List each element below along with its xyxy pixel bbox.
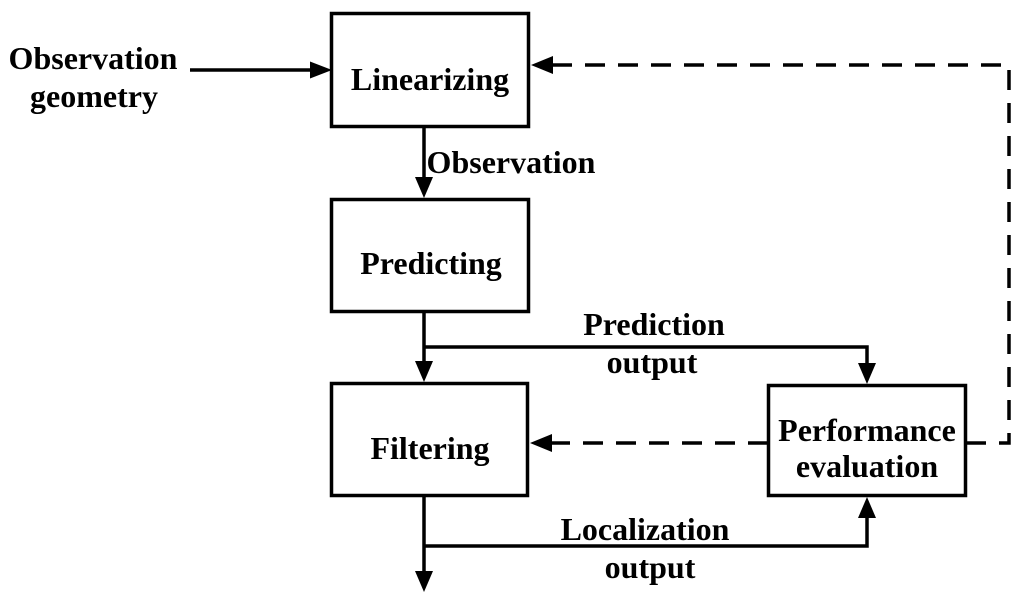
arrowhead-up-icon (858, 497, 876, 518)
arrowhead-down-icon (415, 361, 433, 382)
edge-prediction-output (424, 345, 869, 364)
localization-output-label-line2: output (605, 549, 696, 585)
edge-localization-output (424, 517, 869, 548)
node-linearizing-label: Linearizing (351, 61, 509, 97)
edge-feedback-to-linearizing (553, 63, 1011, 445)
node-predicting-label: Predicting (360, 245, 502, 281)
node-performance-evaluation-label-line1: Performance (778, 412, 956, 448)
node-performance-evaluation (766, 383, 968, 498)
input-label-line1: Observation (9, 40, 178, 76)
node-filtering-label: Filtering (370, 430, 489, 466)
arrowhead-left-icon (530, 434, 552, 452)
node-linearizing (329, 11, 531, 129)
node-performance-evaluation-label-line2: evaluation (796, 448, 938, 484)
prediction-output-label-line1: Prediction (583, 306, 725, 342)
node-predicting (329, 197, 531, 314)
prediction-output-label-line2: output (607, 344, 698, 380)
arrowhead-down-icon (415, 571, 433, 592)
arrowhead-left-icon (531, 56, 553, 74)
localization-output-label-line1: Localization (561, 511, 730, 547)
input-label-line2: geometry (30, 78, 158, 114)
observation-edge-label: Observation (427, 144, 596, 180)
node-filtering (329, 381, 530, 498)
arrowhead-down-icon (858, 363, 876, 384)
arrowhead-down-icon (415, 177, 433, 198)
arrowhead-right-icon (310, 61, 332, 79)
